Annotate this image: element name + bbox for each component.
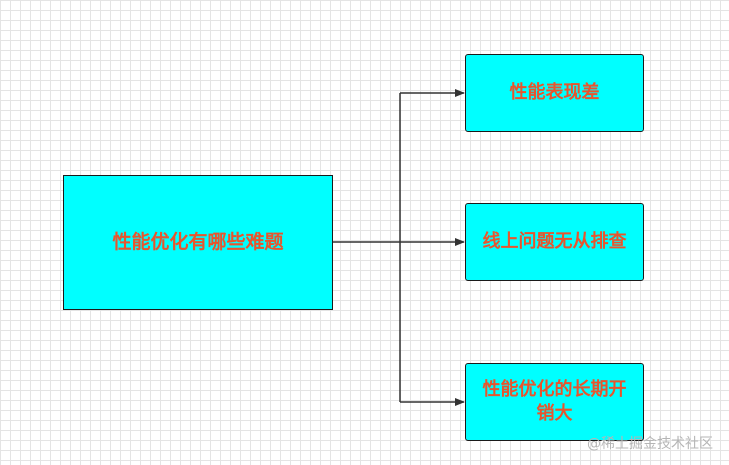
child-node-label: 性能优化的长期开销大 (482, 378, 627, 424)
child-node-label: 线上问题无从排查 (482, 230, 627, 252)
root-node-label: 性能优化有哪些难题 (112, 230, 284, 253)
child-node-online-issues[interactable]: 线上问题无从排查 (465, 203, 644, 281)
child-node-poor-performance[interactable]: 性能表现差 (465, 54, 644, 132)
child-node-label: 性能表现差 (509, 81, 600, 103)
root-node[interactable]: 性能优化有哪些难题 (63, 175, 333, 310)
child-node-long-term-cost[interactable]: 性能优化的长期开销大 (465, 363, 644, 441)
watermark: @稀土掘金技术社区 (587, 436, 713, 452)
